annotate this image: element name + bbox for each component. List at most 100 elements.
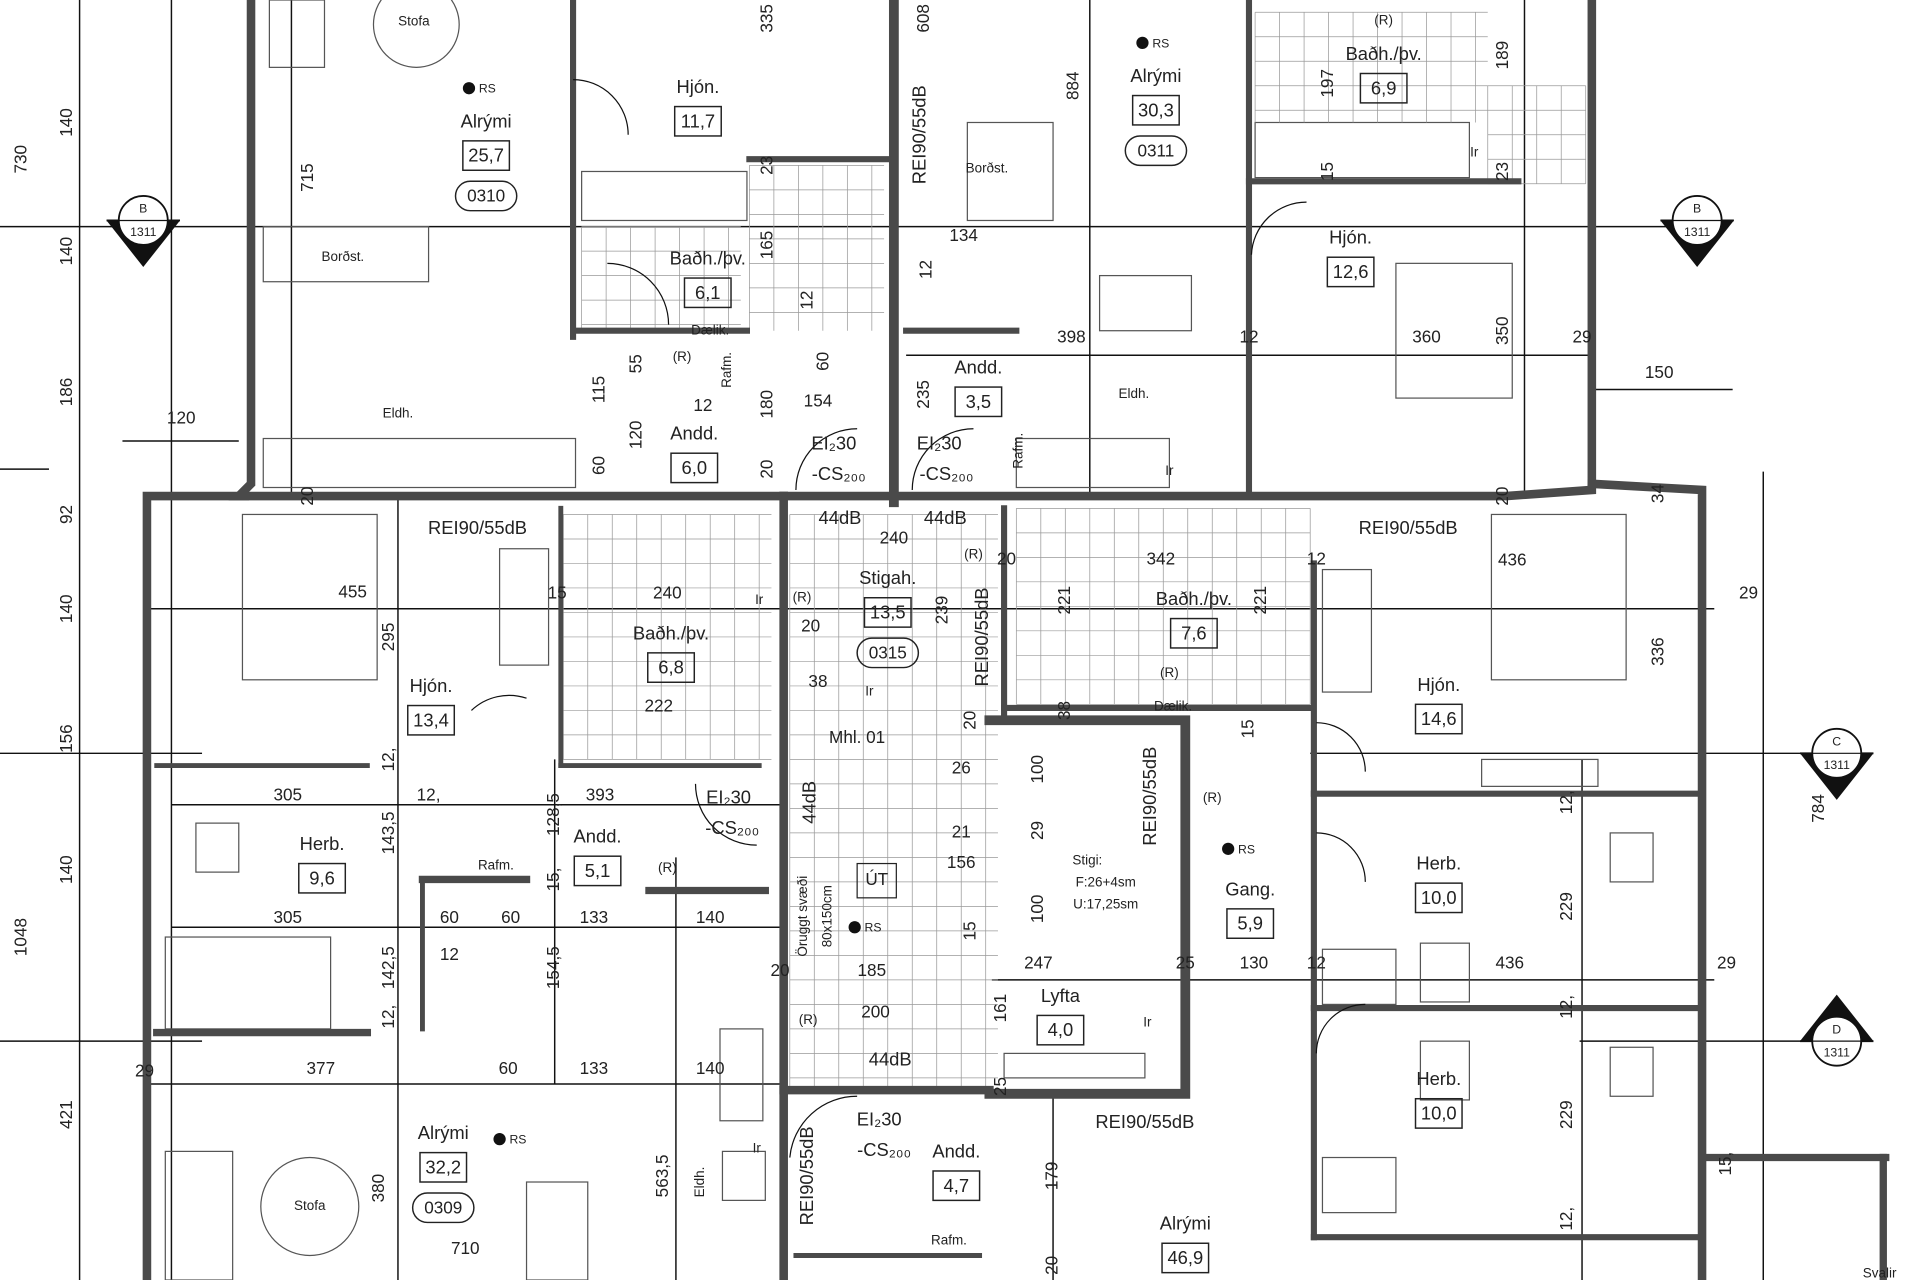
dimension-label: 133 [580, 907, 609, 927]
area-box [863, 597, 912, 628]
dimension-label: 15 [1317, 162, 1337, 181]
dimension-label: 20 [1492, 487, 1512, 506]
spec-label: Ir [1165, 463, 1174, 478]
dimension-label: 120 [625, 421, 645, 450]
dimension-label: 12 [915, 260, 935, 279]
dimension-label: 15 [960, 921, 980, 940]
section-sheet: 1311 [130, 225, 156, 239]
dimension-label: 12, [1556, 790, 1576, 814]
dimension-label: 180 [756, 390, 776, 419]
room-area: 4,0 [1048, 1019, 1074, 1040]
dimension-label: 25 [1176, 953, 1195, 973]
room-3: Andd. 6,0 [670, 423, 719, 484]
spec-label: (R) [658, 860, 677, 875]
area-box [670, 452, 719, 484]
walls [142, 0, 1890, 1280]
dimension-label: 179 [1042, 1162, 1062, 1191]
dimension-label: 12, [417, 785, 441, 805]
spec-label: -CS₂₀₀ [920, 463, 974, 484]
smoke-detector-icon [1136, 36, 1149, 49]
room-11: Baðh./þv.7,6 [1156, 588, 1232, 649]
spec-label: (R) [1160, 665, 1179, 680]
dimension-label: 336 [1648, 637, 1668, 666]
area-box [1414, 1097, 1463, 1129]
area-box [683, 277, 732, 309]
rs-label: RS [479, 82, 496, 96]
area-box [1131, 94, 1180, 126]
spec-label: REI90/55dB [971, 587, 992, 686]
dimension-label: 20 [1042, 1256, 1062, 1275]
dimension-label: 142,5 [378, 946, 398, 989]
dimension-label: 393 [586, 785, 615, 805]
dimension-label: 120 [167, 407, 196, 427]
room-name: Andd. [670, 423, 718, 444]
room-name: Andd. [932, 1140, 980, 1161]
area-box [407, 704, 456, 736]
room-area: 10,0 [1421, 1102, 1457, 1123]
dimension-label: 240 [880, 527, 909, 547]
dimension-label: 20 [770, 960, 789, 980]
dimension-label: 350 [1492, 316, 1512, 345]
dimension-label: 455 [338, 581, 367, 601]
room-name: Herb. [300, 833, 345, 854]
room-name: Stigah. [859, 567, 916, 588]
room-area: 10,0 [1421, 887, 1457, 908]
area-box [932, 1170, 981, 1202]
dimension-label: 342 [1147, 548, 1176, 568]
room-name: Lyfta [1041, 985, 1081, 1006]
dimension-label: 398 [1057, 327, 1086, 347]
room-area: 6,0 [682, 457, 708, 478]
fixture-label: Rafm. [478, 858, 514, 873]
dimension-label: 55 [625, 354, 645, 373]
unit-code: 0315 [869, 643, 907, 663]
area-box [1161, 1242, 1210, 1274]
room-20: Andd.4,7 [932, 1140, 981, 1202]
dimension-label: 436 [1498, 550, 1527, 570]
dimension-label: 305 [273, 907, 302, 927]
dimension-label: 608 [913, 4, 933, 33]
area-box [573, 855, 622, 887]
dimension-label: 29 [1739, 583, 1758, 603]
smoke-detector-marker: RS [462, 82, 496, 96]
dimension-label: 134 [949, 225, 978, 245]
dimension-label: 240 [653, 583, 682, 603]
room-name: Baðh./þv. [1346, 43, 1422, 64]
spec-label: Ir [755, 592, 764, 607]
spec-label: (R) [799, 1012, 818, 1027]
dimension-label: 12 [1307, 548, 1326, 568]
spec-label: -CS₂₀₀ [857, 1139, 911, 1160]
dimension-label: 140 [696, 907, 725, 927]
smoke-detector-marker: RS [848, 921, 882, 935]
area-box [1326, 256, 1375, 288]
room-2: Baðh./þv.6,1 [670, 248, 746, 309]
dimension-label: 12 [693, 395, 712, 415]
dimension-label: 1048 [11, 918, 31, 956]
area-box [1226, 908, 1275, 939]
dimension-label: 60 [501, 907, 520, 927]
smoke-detector-icon [848, 921, 861, 934]
dimension-label: 12, [1556, 1207, 1576, 1231]
dimension-label: 12, [378, 1005, 398, 1029]
area-box [673, 105, 722, 137]
room-area: 11,7 [681, 110, 715, 131]
spec-label: 44dB [924, 507, 967, 528]
dimension-label: 21 [952, 821, 971, 841]
smoke-detector-marker: RS [1136, 36, 1169, 50]
dimension-label: 15, [543, 868, 563, 892]
dimension-label: 15 [548, 583, 567, 603]
dimension-label: 128,5 [543, 793, 563, 836]
dimension-label: 92 [56, 505, 76, 524]
dimension-label: 38 [1054, 701, 1074, 720]
spec-label: Ir [1470, 145, 1479, 160]
rs-label: RS [1152, 36, 1169, 50]
spec-label: EI₂30 [917, 432, 962, 453]
dimension-label: 12 [440, 944, 459, 964]
room-6: Hjón.12,6 [1326, 227, 1375, 288]
dimension-label: 38 [808, 671, 827, 691]
dimension-label: 436 [1496, 953, 1525, 973]
